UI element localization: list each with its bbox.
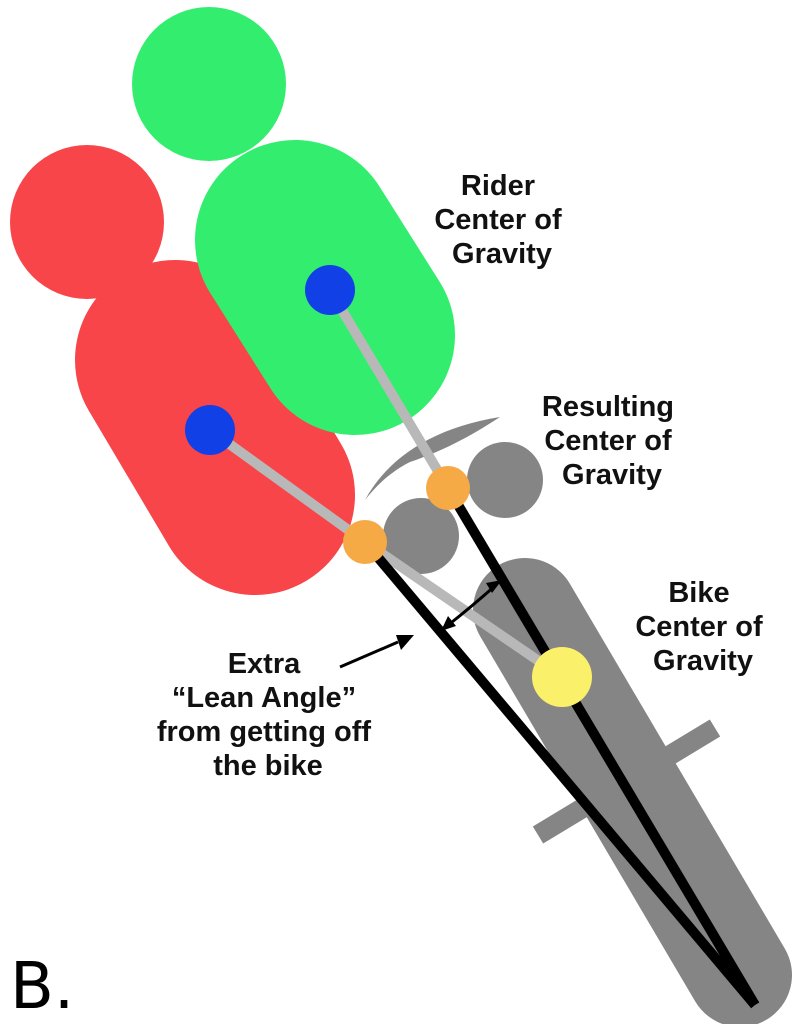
rider-upright-head	[132, 7, 286, 161]
lean-line-off-bike	[361, 538, 759, 1009]
panel-letter: B.	[10, 950, 74, 1024]
extra-lean-label-line: “Lean Angle”	[172, 682, 356, 714]
resulting-cog-label-line: Center of	[544, 425, 672, 457]
lean-angle-arrowhead-right	[486, 580, 502, 593]
rider-cog-label: Rider Center of Gravity	[434, 170, 569, 270]
bike-cog-dot	[532, 647, 592, 707]
rider-cog-label-line: Gravity	[452, 238, 552, 270]
bike-rear-wheel-right	[467, 442, 543, 518]
off-bike-connector	[205, 425, 370, 547]
bike-cog-label-line: Bike	[668, 577, 729, 609]
rider-cog-label-line: Rider	[461, 170, 535, 202]
extra-lean-pointer-line	[339, 640, 399, 669]
resulting-to-bike-connector	[360, 537, 567, 682]
bike-cog-label: Bike Center of Gravity	[635, 577, 770, 677]
lean-angle-arrowhead-left	[441, 616, 456, 631]
extra-lean-label-line: Extra	[228, 648, 301, 680]
rider-off-cog-dot	[185, 405, 235, 455]
bike-cog-label-line: Center of	[635, 611, 763, 643]
cog-connectors	[205, 285, 567, 682]
resulting-cog-dot-off-bike	[343, 520, 387, 564]
rider-upright-cog-dot	[305, 265, 355, 315]
bike-rear-wheel-left	[383, 498, 459, 574]
resulting-cog-label-line: Resulting	[542, 391, 674, 423]
resulting-cog-dot-upright	[426, 466, 470, 510]
resulting-cog-label-line: Gravity	[562, 459, 662, 491]
rider-cog-label-line: Center of	[434, 204, 562, 236]
extra-lean-pointer-arrowhead	[396, 635, 414, 650]
extra-lean-label-line: from getting off	[157, 716, 372, 748]
rider-off-head	[10, 145, 164, 299]
lean-line-upright	[443, 485, 760, 1008]
lean-lines	[361, 485, 760, 1009]
bike-seat	[365, 417, 500, 500]
extra-lean-label: Extra “Lean Angle” from getting off the …	[157, 648, 379, 782]
cog-dots	[185, 265, 592, 707]
upright-connector	[325, 285, 453, 493]
extra-lean-label-line: the bike	[213, 750, 323, 782]
bike-cog-label-line: Gravity	[653, 645, 753, 677]
lean-angle-indicator	[339, 580, 502, 669]
resulting-cog-label: Resulting Center of Gravity	[542, 391, 682, 491]
